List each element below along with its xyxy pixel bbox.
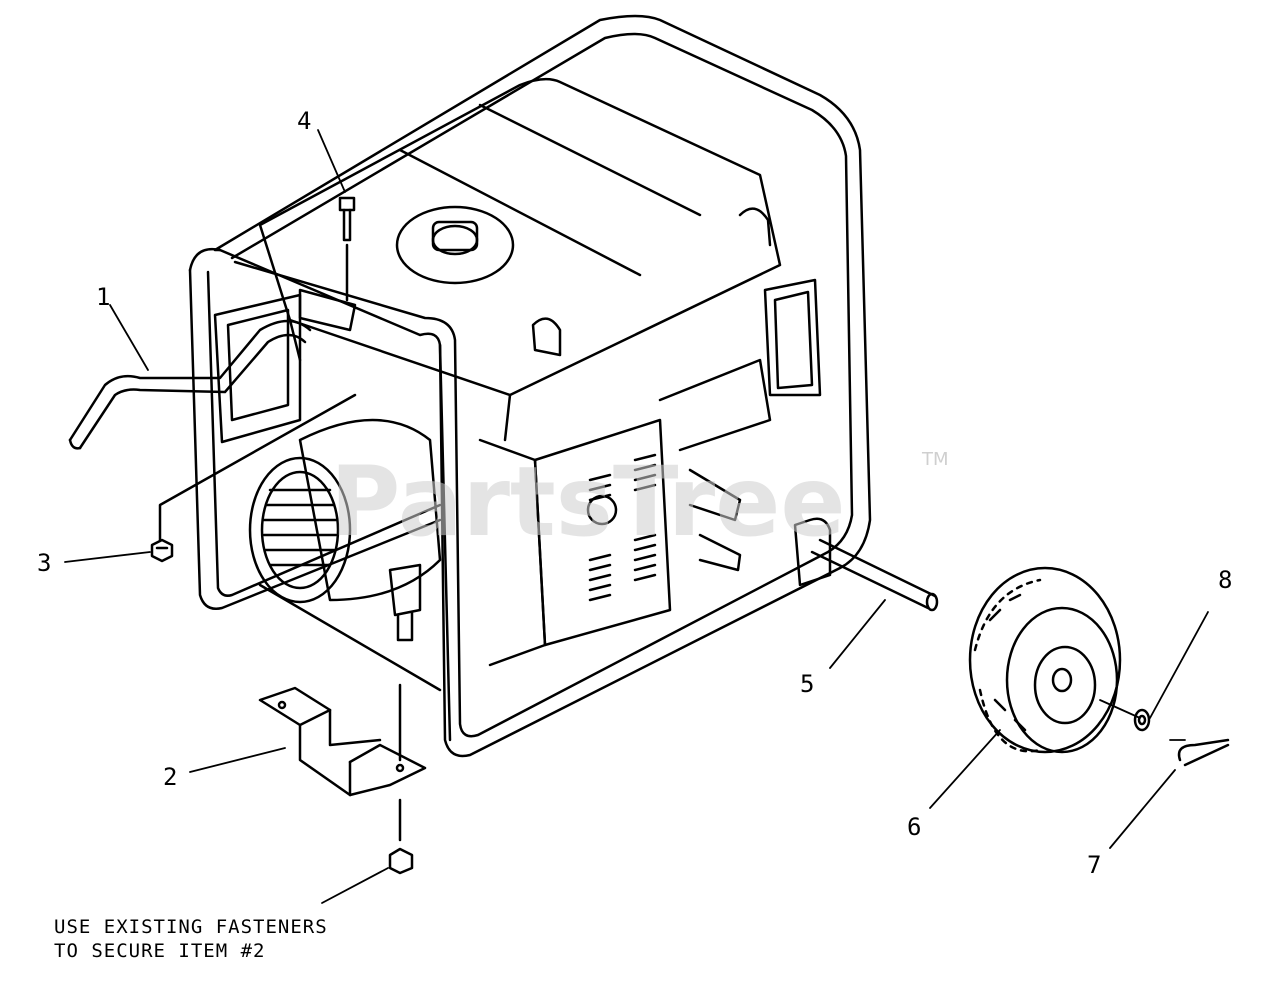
leader-lines	[64, 129, 1209, 904]
wheel	[968, 566, 1122, 754]
lock-nut-2	[388, 798, 414, 875]
bolt	[338, 196, 356, 302]
mounting-bracket	[258, 683, 427, 797]
watermark: PartsTree	[330, 446, 845, 558]
note-line-1: USE EXISTING FASTENERS	[54, 916, 328, 938]
fuel-tank	[258, 77, 782, 442]
control-panel	[213, 293, 302, 444]
callout-7: 7	[1087, 851, 1101, 879]
engine-shroud	[478, 278, 822, 667]
alternator	[248, 418, 442, 642]
washer	[1133, 708, 1151, 732]
callout-5: 5	[800, 670, 814, 698]
axle	[793, 517, 939, 612]
callout-4: 4	[297, 107, 311, 135]
frame-brackets	[688, 468, 742, 572]
watermark-trademark: TM	[921, 449, 949, 470]
handle	[68, 288, 357, 450]
callout-2: 2	[163, 763, 177, 791]
callout-8: 8	[1218, 566, 1232, 594]
generator-frame	[188, 14, 872, 758]
note-line-2: TO SECURE ITEM #2	[54, 940, 266, 962]
callout-6: 6	[907, 813, 921, 841]
callout-1: 1	[96, 283, 110, 311]
callout-3: 3	[37, 549, 51, 577]
lock-nut-3	[150, 393, 357, 563]
hairpin-clip	[1177, 738, 1230, 767]
